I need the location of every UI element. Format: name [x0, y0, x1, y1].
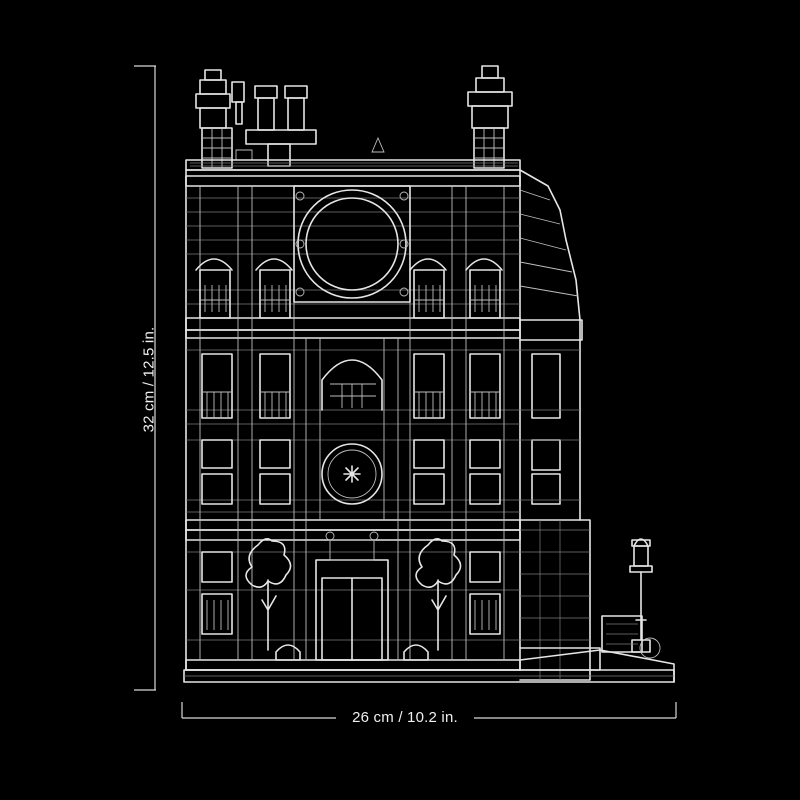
street-lamp [629, 538, 653, 653]
height-dimension-line [134, 65, 156, 691]
middle-floor-windows [201, 353, 501, 419]
roof-chimneys [185, 65, 521, 171]
round-window [293, 185, 411, 303]
side-wing [519, 169, 601, 681]
lower-floor-windows [201, 439, 501, 505]
width-dimension-line [181, 702, 677, 719]
ground-floor [201, 531, 501, 661]
base-plate [183, 649, 675, 683]
height-dimension-label: 32 cm / 12.5 in. [140, 326, 158, 433]
upper-arched-windows [195, 258, 503, 319]
width-dimension-label: 26 cm / 10.2 in. [352, 709, 458, 726]
trash-bin [601, 615, 661, 659]
